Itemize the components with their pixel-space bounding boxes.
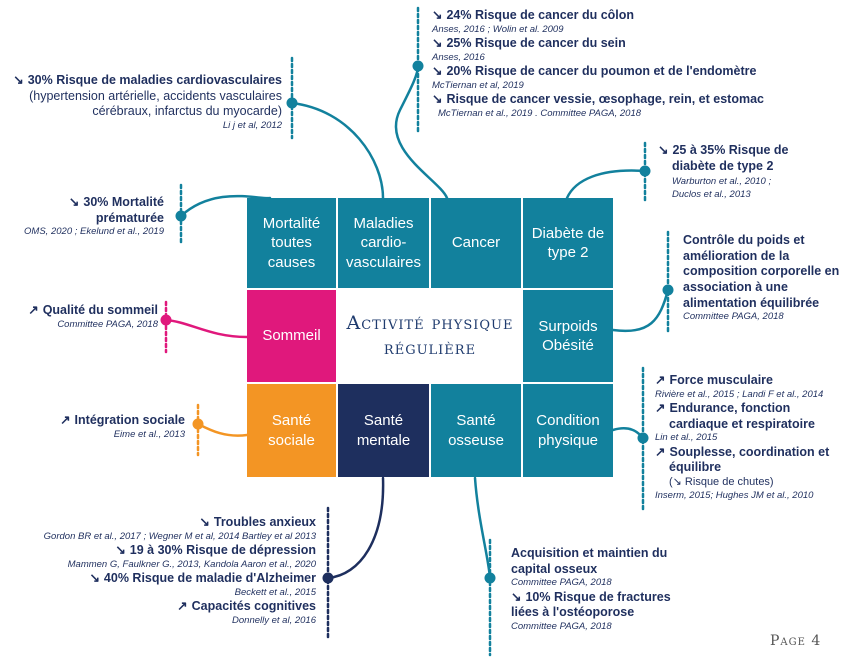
sociale-note: ↗Intégration sociale Eime et al., 2013 <box>0 413 185 441</box>
tile-condition: Condition physique <box>523 384 613 477</box>
tile-sommeil: Sommeil <box>247 290 336 382</box>
citation: Anses, 2016 <box>432 51 485 63</box>
citation: OMS, 2020 ; Ekelund et al., 2019 <box>24 226 164 238</box>
dot-mortalite <box>175 210 187 222</box>
diabete-note: ↘25 à 35% Risque de diabète de type 2 Wa… <box>658 143 833 201</box>
dot-surpoids <box>662 284 674 296</box>
down-arrow-icon: ↘ <box>432 8 443 22</box>
citation: McTiernan et al, 2019 <box>432 79 524 91</box>
citation: Committee PAGA, 2018 <box>511 577 612 589</box>
condition-note-1: ↗Force musculaire Rivière et al., 2015 ;… <box>655 373 841 401</box>
condition-note-3: ↗Souplesse, coordination et équilibre (↘… <box>655 445 841 502</box>
citation: Inserm, 2015; Hughes JM et al., 2010 <box>655 489 814 501</box>
down-arrow-icon: ↘ <box>89 570 100 585</box>
tile-sante-mentale: Santé mentale <box>338 384 429 477</box>
mortalite-note: ↘30% Mortalité prématurée OMS, 2020 ; Ek… <box>0 195 164 239</box>
dot-cancer <box>412 60 424 72</box>
connector-cancer <box>394 64 449 200</box>
up-arrow-icon: ↗ <box>655 444 666 459</box>
up-arrow-icon: ↗ <box>655 400 666 415</box>
mentale-note-4: ↗Capacités cognitives Donnelly et al, 20… <box>0 599 316 627</box>
down-arrow-icon: ↘ <box>658 143 669 157</box>
citation: Li j et al, 2012 <box>222 119 282 131</box>
connector-diabete <box>565 169 647 200</box>
down-arrow-icon: ↘ <box>432 35 443 50</box>
citation: McTiernan et al., 2019 . Committee PAGA,… <box>438 107 642 119</box>
surpoids-note: Contrôle du poids et amélioration de la … <box>683 233 840 323</box>
citation: Donnelly et al, 2016 <box>232 614 316 626</box>
citation: Committee PAGA, 2018 <box>511 620 612 632</box>
tile-surpoids: Surpoids Obésité <box>523 290 613 382</box>
tile-sante-sociale: Santé sociale <box>247 384 336 477</box>
mentale-note-3: ↘40% Risque de maladie d'Alzheimer Becke… <box>0 571 316 599</box>
center-title-line-1: Activité physique <box>346 312 514 335</box>
up-arrow-icon: ↗ <box>655 373 666 387</box>
condition-notes: ↗Force musculaire Rivière et al., 2015 ;… <box>655 373 841 502</box>
citation: Lin et al., 2015 <box>655 432 718 444</box>
citation: Committee PAGA, 2018 <box>57 318 158 330</box>
osseuse-note-1: Acquisition et maintien du capital osseu… <box>511 546 711 590</box>
center-title: Activité physique régulière <box>338 290 522 382</box>
tile-sante-osseuse: Santé osseuse <box>431 384 521 477</box>
dot-mentale <box>322 572 334 584</box>
citation: Beckett et al., 2015 <box>234 586 316 598</box>
tile-diabete: Diabète de type 2 <box>523 198 613 288</box>
up-arrow-icon: ↗ <box>177 598 188 613</box>
sommeil-note: ↗Qualité du sommeil Committee PAGA, 2018 <box>0 303 158 331</box>
connector-sommeil <box>164 318 249 339</box>
citation: Committee PAGA, 2018 <box>683 311 784 323</box>
down-arrow-icon: ↘ <box>68 195 80 209</box>
citation: Eime et al., 2013 <box>113 428 185 440</box>
down-arrow-icon: ↘ <box>13 73 24 87</box>
dot-cardio <box>286 97 298 109</box>
down-arrow-icon: ↘ <box>199 515 210 529</box>
tile-mortalite: Mortalité toutes causes <box>247 198 336 288</box>
condition-note-2: ↗Endurance, fonction cardiaque et respir… <box>655 401 841 445</box>
citation: Gordon BR et al., 2017 ; Wegner M et al,… <box>43 530 316 542</box>
dot-osseuse <box>484 572 496 584</box>
mentale-notes: ↘Troubles anxieux Gordon BR et al., 2017… <box>0 515 316 627</box>
cancer-note-1: ↘24% Risque de cancer du côlon Anses, 20… <box>432 8 772 36</box>
citation: Mammen G, Faulkner G., 2013, Kandola Aar… <box>67 558 316 570</box>
osseuse-notes: Acquisition et maintien du capital osseu… <box>511 546 711 633</box>
citation: Anses, 2016 ; Wolin et al. 2009 <box>432 23 564 35</box>
mentale-note-1: ↘Troubles anxieux Gordon BR et al., 2017… <box>0 515 316 543</box>
citation: Duclos et al., 2013 <box>672 188 751 200</box>
cancer-notes: ↘24% Risque de cancer du côlon Anses, 20… <box>432 8 772 120</box>
dot-sommeil <box>160 314 172 326</box>
cardio-note: ↘30% Risque de maladies cardiovasculaire… <box>10 73 282 132</box>
dot-sociale <box>192 418 204 430</box>
up-arrow-icon: ↗ <box>60 413 71 427</box>
connector-mentale <box>326 476 385 580</box>
cardio-detail-line-2: cérébraux, infarctus du myocarde) <box>92 104 282 119</box>
citation: Warburton et al., 2010 ; <box>672 176 772 188</box>
mentale-note-2: ↘19 à 30% Risque de dépression Mammen G,… <box>0 543 316 571</box>
down-arrow-icon: ↘ <box>511 589 522 604</box>
connector-sociale <box>196 422 249 437</box>
up-arrow-icon: ↗ <box>28 303 39 317</box>
down-arrow-icon: ↘ <box>432 63 443 78</box>
connector-surpoids <box>611 288 670 333</box>
connector-cardio <box>290 101 385 200</box>
cancer-note-2: ↘25% Risque de cancer du sein Anses, 201… <box>432 36 772 64</box>
dot-diabete <box>639 165 651 177</box>
cardio-detail-line-1: (hypertension artérielle, accidents vasc… <box>29 88 282 103</box>
osseuse-note-2: ↘10% Risque de fractures liées à l'ostéo… <box>511 590 711 634</box>
cancer-note-4: ↘Risque de cancer vessie, œsophage, rein… <box>432 92 772 120</box>
down-arrow-icon: ↘ <box>115 542 126 557</box>
center-title-line-2: régulière <box>383 337 477 359</box>
citation: Rivière et al., 2015 ; Landi F et al., 2… <box>655 388 824 400</box>
connector-osseuse <box>473 476 492 580</box>
down-arrow-icon: ↘ <box>432 91 443 106</box>
page-number: Page 4 <box>770 633 822 649</box>
cancer-note-3: ↘20% Risque de cancer du poumon et de l'… <box>432 64 772 92</box>
tile-cancer: Cancer <box>431 198 521 288</box>
dot-condition <box>637 432 649 444</box>
tile-cardio: Maladies cardio- vasculaires <box>338 198 429 288</box>
